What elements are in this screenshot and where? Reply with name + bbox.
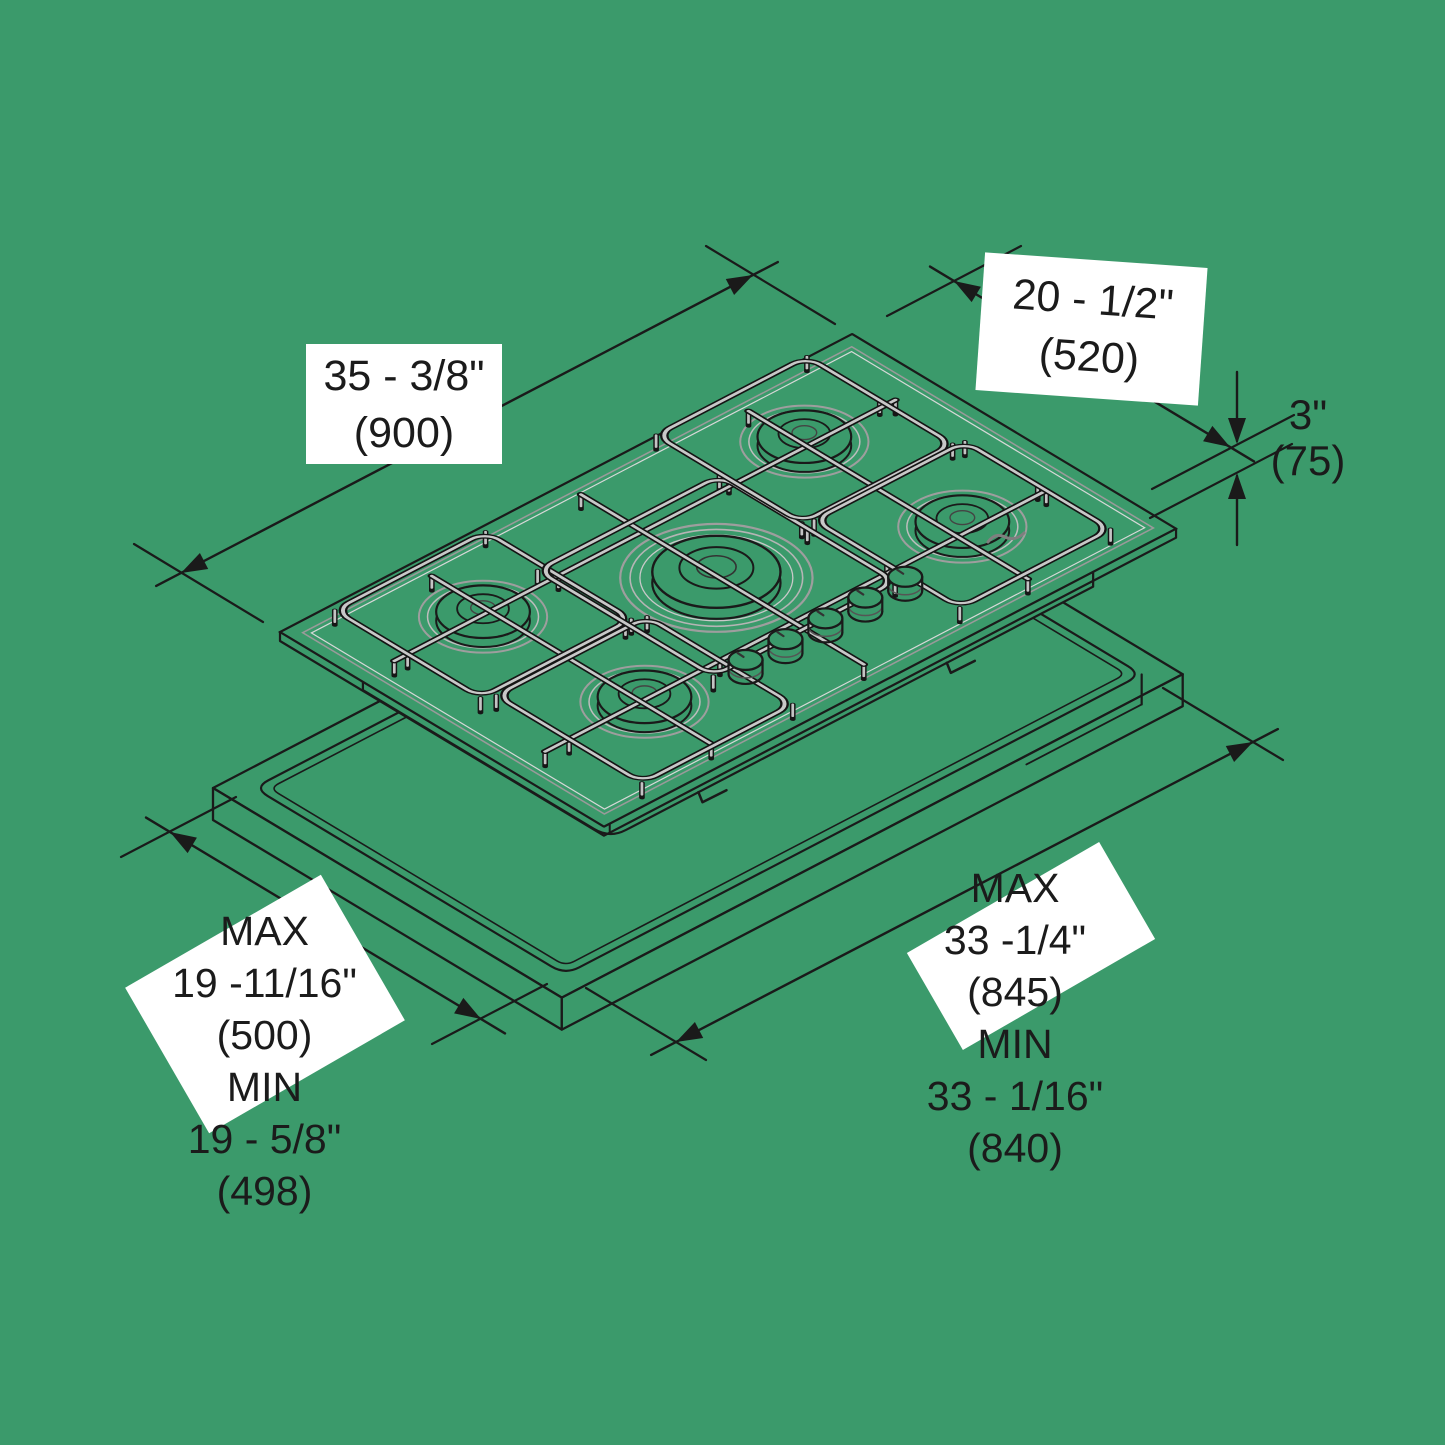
- cutout-depth-min-mm: (498): [216, 1168, 313, 1214]
- panel-edge: [278, 527, 1178, 837]
- cutout-length-max-label: MAX: [970, 865, 1060, 911]
- cutout-depth-label: MAX 19 -11/16" (500) MIN 19 - 5/8" (498): [112, 905, 417, 1217]
- cutout-length-min-mm: (840): [967, 1125, 1063, 1171]
- cutout-length-max-value: 33 -1/4": [943, 917, 1087, 963]
- cooktop-length-mm: (900): [353, 409, 455, 457]
- cutout-depth-max-label: MAX: [220, 908, 309, 954]
- cutout-length-max-mm: (845): [967, 969, 1063, 1015]
- cutout-length-min-value: 33 - 1/16": [926, 1073, 1104, 1119]
- cooktop-height-label: 3" (75): [1248, 392, 1368, 484]
- brand-logo: [986, 531, 1026, 544]
- cooktop-length-label-box: [306, 344, 502, 464]
- control-knobs: [727, 565, 924, 686]
- cutout-depth-max-value: 19 -11/16": [172, 960, 357, 1006]
- cutout-depth-max-mm: (500): [216, 1012, 313, 1058]
- cooktop-height-mm: (75): [1270, 437, 1346, 484]
- cutout-dimension-lines: [119, 686, 1285, 1062]
- cooktop-length-label: 35 - 3/8" (900): [286, 348, 522, 462]
- pan-support-grates: [331, 355, 1114, 800]
- cooktop-height-value: 3": [1288, 391, 1328, 438]
- cooktop-length-value: 35 - 3/8": [323, 352, 485, 400]
- cutout-length-label: MAX 33 -1/4" (845) MIN 33 - 1/16" (840): [860, 862, 1170, 1174]
- cutout-depth-min-value: 19 - 5/8": [187, 1116, 342, 1162]
- cutout-length-min-label: MIN: [977, 1021, 1053, 1067]
- cutout-depth-min-label: MIN: [226, 1064, 303, 1110]
- cooktop-depth-label: 20 - 1/2" (520): [964, 264, 1217, 395]
